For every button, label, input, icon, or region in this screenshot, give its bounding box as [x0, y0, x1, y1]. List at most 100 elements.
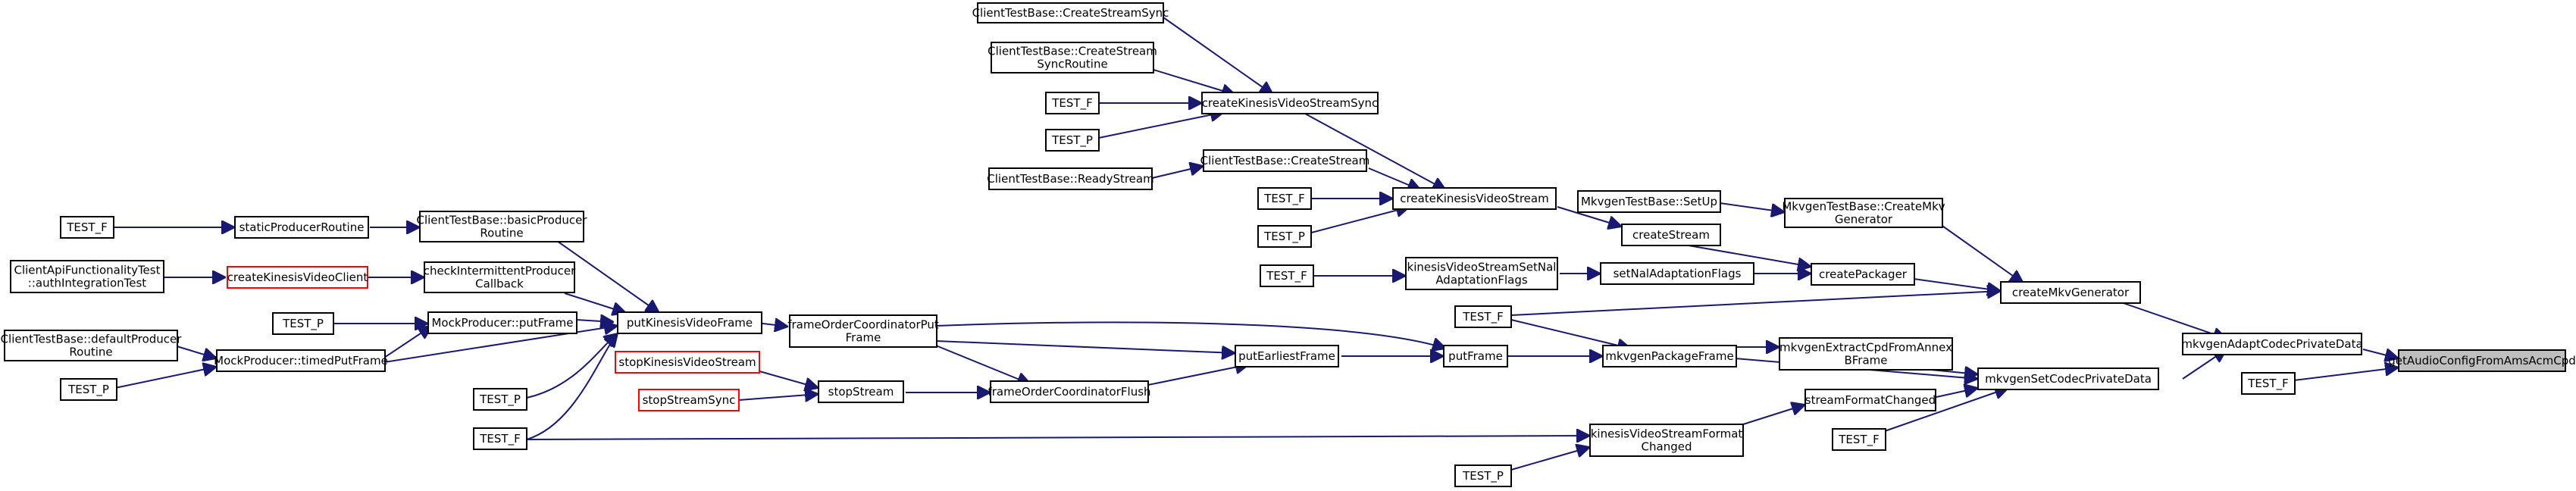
node-box[interactable] — [1257, 225, 1312, 248]
node-box[interactable] — [2398, 349, 2566, 372]
node-testf_codec[interactable]: TEST_F — [1832, 428, 1886, 451]
node-box[interactable] — [977, 2, 1164, 23]
node-mkvTestSetup[interactable]: MkvgenTestBase::SetUp — [1577, 190, 1721, 213]
node-stopKVS[interactable]: stopKinesisVideoStream — [615, 351, 760, 374]
node-testf_sync[interactable]: TEST_F — [1045, 92, 1100, 114]
node-box[interactable] — [1045, 92, 1100, 114]
node-testf_put[interactable]: TEST_F — [473, 427, 527, 450]
node-box[interactable] — [1454, 464, 1512, 487]
node-box[interactable] — [1454, 305, 1512, 328]
node-box[interactable] — [1203, 149, 1367, 172]
node-box[interactable] — [818, 380, 904, 403]
node-createPackager[interactable]: createPackager — [1811, 263, 1915, 286]
node-box[interactable] — [1257, 187, 1312, 210]
node-createKVSSync[interactable]: createKinesisVideoStreamSync — [1201, 92, 1379, 114]
node-box[interactable] — [227, 266, 368, 289]
node-box[interactable] — [424, 261, 575, 293]
node-putEarliest[interactable]: putEarliestFrame — [1235, 345, 1339, 367]
node-createKVS[interactable]: createKinesisVideoStream — [1392, 187, 1557, 210]
node-box[interactable] — [638, 389, 740, 411]
node-putFrame[interactable]: putFrame — [1443, 345, 1508, 367]
node-testf_kvs[interactable]: TEST_F — [1257, 187, 1312, 210]
node-createStream[interactable]: createStream — [1621, 224, 1721, 246]
node-box[interactable] — [2241, 372, 2296, 395]
node-staticRoutine[interactable]: staticProducerRoutine — [234, 216, 369, 239]
node-box[interactable] — [1621, 224, 1721, 246]
node-mkvPkgFrame[interactable]: mkvgenPackageFrame — [1602, 345, 1737, 367]
node-box[interactable] — [427, 311, 577, 334]
node-box[interactable] — [789, 314, 937, 348]
node-createKVC[interactable]: createKinesisVideoClient — [227, 266, 368, 289]
node-box[interactable] — [1577, 190, 1721, 213]
node-ctbReadyStream[interactable]: ClientTestBase::ReadyStream — [987, 167, 1154, 190]
node-box[interactable] — [473, 388, 527, 411]
node-box[interactable] — [10, 260, 164, 293]
node-testp_mp[interactable]: TEST_P — [272, 312, 334, 335]
node-setNalFlags[interactable]: setNalAdaptationFlags — [1600, 262, 1754, 285]
node-setCodec[interactable]: mkvgenSetCodecPrivateData — [1977, 367, 2159, 390]
node-box[interactable] — [1804, 389, 1936, 411]
node-box[interactable] — [2182, 333, 2362, 355]
node-box[interactable] — [1600, 262, 1754, 285]
node-stopSync[interactable]: stopStreamSync — [638, 389, 740, 411]
node-box[interactable] — [2000, 281, 2141, 304]
node-box[interactable] — [1779, 337, 1953, 371]
node-box[interactable] — [1260, 264, 1314, 287]
node-streamFmtChanged[interactable]: streamFormatChanged — [1804, 389, 1936, 411]
node-testf_gen[interactable]: TEST_F — [1454, 305, 1512, 328]
node-box[interactable] — [1201, 92, 1379, 114]
node-testp_put[interactable]: TEST_P — [473, 388, 527, 411]
node-box[interactable] — [1811, 263, 1915, 286]
node-root[interactable]: getAudioConfigFromAmsAcmCpd — [2388, 349, 2576, 372]
node-box[interactable] — [991, 42, 1154, 73]
node-box[interactable] — [473, 427, 527, 450]
node-stopStream[interactable]: stopStream — [818, 380, 904, 403]
node-mpPut[interactable]: MockProducer::putFrame — [427, 311, 577, 334]
node-box[interactable] — [272, 312, 334, 335]
node-ctbCreateStream[interactable]: ClientTestBase::CreateStream — [1200, 149, 1370, 172]
node-box[interactable] — [1235, 345, 1339, 367]
node-testf_nal[interactable]: TEST_F — [1260, 264, 1314, 287]
node-box[interactable] — [988, 167, 1153, 190]
node-testp_fmt[interactable]: TEST_P — [1454, 464, 1512, 487]
node-ctbCreateStreamSync[interactable]: ClientTestBase::CreateStreamSync — [972, 2, 1169, 23]
node-testp_kvs[interactable]: TEST_P — [1257, 225, 1312, 248]
node-box[interactable] — [1602, 345, 1737, 367]
node-box[interactable] — [615, 351, 760, 374]
node-box[interactable] — [1832, 428, 1886, 451]
node-testf_root[interactable]: TEST_F — [2241, 372, 2296, 395]
node-box[interactable] — [1392, 187, 1557, 210]
node-box[interactable] — [1045, 129, 1100, 152]
node-testp_timed[interactable]: TEST_P — [60, 378, 117, 401]
node-focFlush[interactable]: frameOrderCoordinatorFlush — [988, 380, 1151, 403]
node-box[interactable] — [4, 330, 178, 361]
node-box[interactable] — [1977, 367, 2159, 390]
node-box[interactable] — [1405, 257, 1558, 290]
node-box[interactable] — [234, 216, 369, 239]
node-box[interactable] — [1784, 198, 1943, 228]
node-box[interactable] — [60, 378, 117, 401]
node-box[interactable] — [419, 211, 584, 242]
node-testp_sync[interactable]: TEST_P — [1045, 129, 1100, 152]
node-box[interactable] — [60, 216, 114, 239]
node-adapt[interactable]: mkvgenAdaptCodecPrivateData — [2181, 333, 2363, 355]
node-capiAuth[interactable]: ClientApiFunctionalityTest::authIntegrat… — [10, 260, 164, 293]
node-createMkvGen[interactable]: createMkvGenerator — [2000, 281, 2141, 304]
node-box[interactable] — [617, 311, 762, 334]
node-box[interactable] — [216, 349, 386, 372]
node-box[interactable] — [1589, 424, 1744, 457]
node-testf_static[interactable]: TEST_F — [60, 216, 114, 239]
node-putKVF[interactable]: putKinesisVideoFrame — [617, 311, 762, 334]
node-box[interactable] — [990, 380, 1149, 403]
node-box[interactable] — [1443, 345, 1508, 367]
node-mpTimed[interactable]: MockProducer::timedPutFrame — [214, 349, 388, 372]
